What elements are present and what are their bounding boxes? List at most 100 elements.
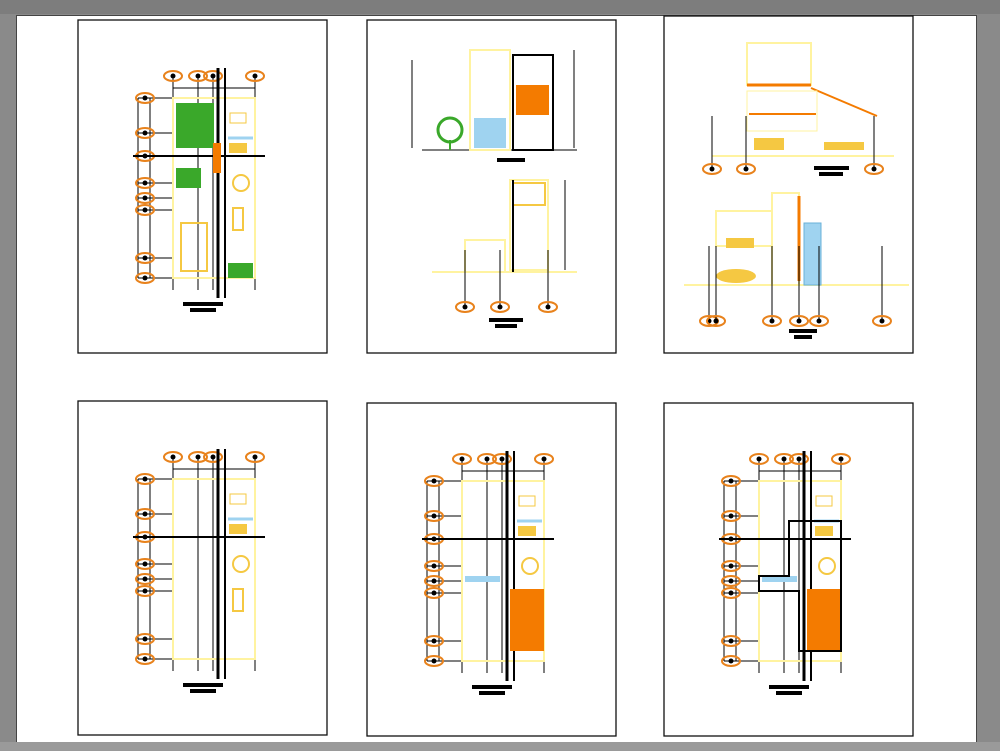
axis-bubble xyxy=(203,451,223,463)
axis-bubble-dot xyxy=(252,454,258,460)
axis-bubble-ring xyxy=(721,560,741,572)
car-icon xyxy=(716,269,756,283)
axis-bubble-ring xyxy=(452,453,472,465)
title-block-label xyxy=(789,329,817,333)
axis-bubble xyxy=(245,70,265,82)
facade xyxy=(509,179,549,271)
axis-bubble xyxy=(477,453,497,465)
axis-bubble-ring xyxy=(135,177,155,189)
heavy-outline xyxy=(758,520,842,652)
axis-bubble-dot xyxy=(781,456,787,462)
axis-bubble-dot xyxy=(431,563,437,569)
axis-bubble xyxy=(163,451,183,463)
filled-block xyxy=(807,589,841,651)
axis-bubble xyxy=(490,301,510,313)
axis-bubble xyxy=(424,587,444,599)
axis-bubble xyxy=(538,301,558,313)
axis-bubble-ring xyxy=(135,653,155,665)
axis-bubble-dot xyxy=(142,95,148,101)
axis-bubble xyxy=(702,163,722,175)
window xyxy=(465,576,500,582)
sofa-icon xyxy=(232,207,244,231)
axis-bubble-ring xyxy=(721,510,741,522)
title-block-label xyxy=(183,302,223,306)
axis-bubble-ring xyxy=(135,633,155,645)
axis-bubble xyxy=(831,453,851,465)
sofa-icon xyxy=(232,588,244,612)
title-block-label xyxy=(497,158,525,162)
axis-bubble-dot xyxy=(728,478,734,484)
axis-bubble-ring xyxy=(455,301,475,313)
glass-block xyxy=(803,222,822,286)
axis-bubble-ring xyxy=(188,70,208,82)
axis-bubble-dot xyxy=(142,656,148,662)
panel-frame xyxy=(366,402,617,737)
car-icon xyxy=(180,222,208,272)
axis-bubble xyxy=(424,475,444,487)
window-top-bar xyxy=(0,0,1000,14)
axis-bubble-dot xyxy=(431,578,437,584)
garden-area xyxy=(176,168,201,188)
axis-bubble-dot xyxy=(497,304,503,310)
axis-bubble-dot xyxy=(796,318,802,324)
axis-bubble-ring xyxy=(135,272,155,284)
panel-frame xyxy=(663,15,914,354)
axis-bubble xyxy=(789,315,809,327)
panel-frame xyxy=(366,19,617,354)
counter xyxy=(518,526,536,536)
axis-bubble xyxy=(245,451,265,463)
drawing-panel-2 xyxy=(366,19,617,354)
axis-bubble xyxy=(135,204,155,216)
axis-bubble-ring xyxy=(721,475,741,487)
axis-bubble xyxy=(135,192,155,204)
panel-frame xyxy=(77,400,328,736)
title-block-label xyxy=(794,335,812,339)
table-icon xyxy=(232,555,250,573)
building-outline xyxy=(172,97,256,279)
window-bottom-bar xyxy=(0,742,1000,751)
axis-bubble xyxy=(135,633,155,645)
axis-bubble-dot xyxy=(142,476,148,482)
axis-bubble-ring xyxy=(424,575,444,587)
axis-bubble xyxy=(135,252,155,264)
axis-bubble xyxy=(721,575,741,587)
axis-bubble-ring xyxy=(135,558,155,570)
title-block-label xyxy=(769,685,809,689)
axis-bubble xyxy=(135,127,155,139)
axis-bubble-dot xyxy=(142,576,148,582)
axis-bubble-ring xyxy=(424,655,444,667)
building-outline xyxy=(172,478,256,660)
garden-area xyxy=(228,263,253,278)
axis-bubble xyxy=(135,92,155,104)
window xyxy=(762,576,797,582)
axis-bubble-dot xyxy=(142,275,148,281)
title-block-label xyxy=(183,683,223,687)
axis-bubble-dot xyxy=(142,255,148,261)
bed-icon xyxy=(726,238,754,248)
facade xyxy=(512,54,554,151)
axis-bubble xyxy=(163,70,183,82)
room xyxy=(229,112,247,124)
axis-bubble-dot xyxy=(816,318,822,324)
building-outline xyxy=(461,480,545,662)
axis-bubble-ring xyxy=(774,453,794,465)
axis-bubble-ring xyxy=(762,315,782,327)
axis-bubble-ring xyxy=(245,70,265,82)
axis-bubble-dot xyxy=(142,561,148,567)
axis-bubble-dot xyxy=(431,590,437,596)
axis-bubble-dot xyxy=(796,456,802,462)
axis-bubble-ring xyxy=(538,301,558,313)
axis-bubble-ring xyxy=(203,451,223,463)
axis-bubble xyxy=(762,315,782,327)
axis-bubble xyxy=(203,70,223,82)
title-block-label xyxy=(190,308,216,312)
axis-bubble xyxy=(135,508,155,520)
garden-area xyxy=(176,103,214,148)
axis-bubble-dot xyxy=(142,130,148,136)
axis-bubble xyxy=(424,575,444,587)
room xyxy=(229,493,247,505)
axis-bubble-dot xyxy=(431,658,437,664)
drawing-panel-4 xyxy=(77,400,328,736)
axis-bubble-ring xyxy=(163,451,183,463)
